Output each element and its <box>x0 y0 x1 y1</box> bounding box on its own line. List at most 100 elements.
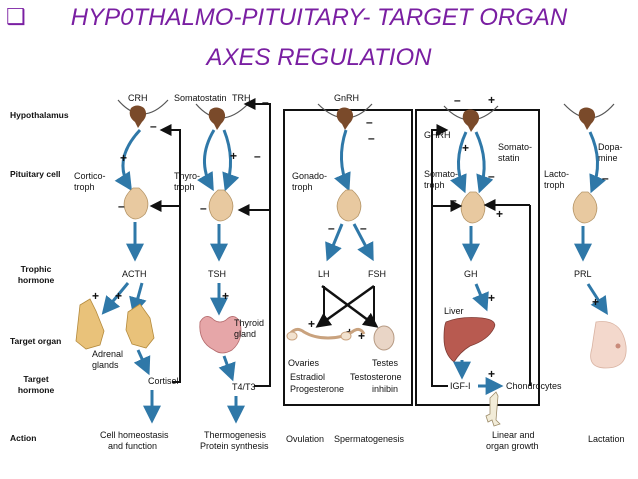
lactation-label: Lactation <box>588 434 625 444</box>
svg-text:+: + <box>488 291 495 305</box>
svg-text:–: – <box>200 201 207 215</box>
gonadotroph-cell <box>336 189 362 222</box>
hypothalamus-nucleus-dopamine <box>578 107 596 130</box>
svg-text:+: + <box>488 367 495 381</box>
row-hypothalamus: Hypothalamus <box>10 110 69 120</box>
svg-text:–: – <box>254 149 261 163</box>
somatotroph-label-2: troph <box>424 180 445 190</box>
somatostatin-gh-label-1: Somato- <box>498 142 532 152</box>
adrenal-action-2: and function <box>108 441 157 451</box>
hypothalamus-nucleus-gnrh <box>336 107 354 130</box>
svg-text:+: + <box>308 317 315 331</box>
somatostatin-label: Somatostatin <box>174 93 227 103</box>
row-target-hormone-1: Target <box>23 374 49 384</box>
crh-label: CRH <box>128 93 148 103</box>
svg-text:+: + <box>230 149 237 163</box>
ovaries-label: Ovaries <box>288 358 320 368</box>
lactotroph-label-2: troph <box>544 180 565 190</box>
hypothalamus-nucleus-crh <box>129 105 147 128</box>
svg-text:+: + <box>496 207 503 221</box>
svg-text:–: – <box>328 221 335 235</box>
svg-text:–: – <box>262 95 269 109</box>
t4-t3-label: T4/T3 <box>232 382 256 392</box>
prl-label: PRL <box>574 269 592 279</box>
liver-organ <box>443 317 496 363</box>
thyroid-label-1: Thyroid <box>234 318 264 328</box>
svg-text:–: – <box>450 193 457 207</box>
bone-icon <box>485 391 501 427</box>
svg-text:+: + <box>115 289 122 303</box>
row-trophic-1: Trophic <box>21 264 52 274</box>
testosterone-label: Testosterone <box>350 372 402 382</box>
gonadotroph-label-2: troph <box>292 182 313 192</box>
chondrocytes-label: Chondrocytes <box>506 381 562 391</box>
svg-text:–: – <box>488 169 495 183</box>
hypothalamus-nucleus-ghrh <box>462 109 480 132</box>
somatotroph-label-1: Somato- <box>424 169 458 179</box>
growth-axis-box <box>415 109 540 406</box>
svg-text:–: – <box>366 115 373 129</box>
row-action: Action <box>10 433 36 443</box>
lh-label: LH <box>318 269 330 279</box>
gh-label: GH <box>464 269 478 279</box>
breast-organ <box>590 321 627 369</box>
svg-text:–: – <box>454 93 461 107</box>
adrenal-gland-right <box>125 303 155 349</box>
estradiol-label: Estradiol <box>290 372 325 382</box>
lactotroph-label-1: Lacto- <box>544 169 569 179</box>
svg-text:–: – <box>118 199 125 213</box>
fsh-label: FSH <box>368 269 386 279</box>
somatotroph-cell <box>460 191 486 224</box>
thyroid-action-2: Protein synthesis <box>200 441 269 451</box>
corticotroph-label-2: troph <box>74 182 95 192</box>
growth-axis: – + GHRH Somato- statin + – Somato- trop… <box>424 93 562 451</box>
thyrotroph-cell <box>208 189 234 222</box>
dopamine-label-2: mine <box>598 153 618 163</box>
growth-action-2: organ growth <box>486 441 539 451</box>
adrenal-label-1: Adrenal <box>92 349 123 359</box>
trh-label: TRH <box>232 93 251 103</box>
adrenal-gland-left <box>75 298 105 350</box>
acth-label: ACTH <box>122 269 147 279</box>
progesterone-label: Progesterone <box>290 384 344 394</box>
adrenal-axis: CRH + – Cortico- troph – ACTH + + Adrena… <box>74 93 181 451</box>
row-trophic-2: hormone <box>18 275 55 285</box>
ovulation-label: Ovulation <box>286 434 324 444</box>
svg-text:–: – <box>360 221 367 235</box>
thyrotroph-label-1: Thyro- <box>174 171 200 181</box>
svg-text:+: + <box>222 289 229 303</box>
adrenal-action-1: Cell homeostasis <box>100 430 169 440</box>
thyroid-axis: Somatostatin TRH – + – Thyro- troph – TS… <box>174 93 271 451</box>
gonadal-axis: GnRH – – Gonado- troph – – LH FSH + + + … <box>286 93 405 444</box>
gonadotroph-label-1: Gonado- <box>292 171 327 181</box>
title-line-1: HYP0THALMO-PITUITARY- TARGET ORGAN <box>70 4 568 31</box>
tsh-label: TSH <box>208 269 226 279</box>
row-target-organ: Target organ <box>10 336 61 346</box>
svg-text:–: – <box>150 119 157 133</box>
svg-text:+: + <box>488 93 495 107</box>
thyroid-action-1: Thermogenesis <box>204 430 267 440</box>
thyroid-label-2: gland <box>234 329 256 339</box>
liver-label: Liver <box>444 306 464 316</box>
prolactin-axis: Dopa- mine – Lacto- troph PRL + Lactatio… <box>544 103 627 444</box>
thyroid-gland <box>199 316 242 354</box>
row-target-hormone-2: hormone <box>18 385 55 395</box>
svg-text:+: + <box>120 151 127 165</box>
thyrotroph-label-2: troph <box>174 182 195 192</box>
corticotroph-cell <box>123 187 149 220</box>
adrenal-label-2: glands <box>92 360 119 370</box>
spermatogenesis-label: Spermatogenesis <box>334 434 405 444</box>
svg-text:–: – <box>602 171 609 185</box>
svg-text:–: – <box>368 131 375 145</box>
svg-text:+: + <box>592 295 599 309</box>
title-line-2: AXES REGULATION <box>206 44 432 71</box>
dopamine-label-1: Dopa- <box>598 142 623 152</box>
svg-text:+: + <box>92 289 99 303</box>
gnrh-label: GnRH <box>334 93 359 103</box>
inhibin-label: inhibin <box>372 384 398 394</box>
cortisol-label: Cortisol <box>148 376 179 386</box>
corticotroph-label-1: Cortico- <box>74 171 106 181</box>
checkbox-bullet-icon: ❑ <box>6 4 26 29</box>
hypothalamus-nucleus-trh <box>208 107 226 130</box>
